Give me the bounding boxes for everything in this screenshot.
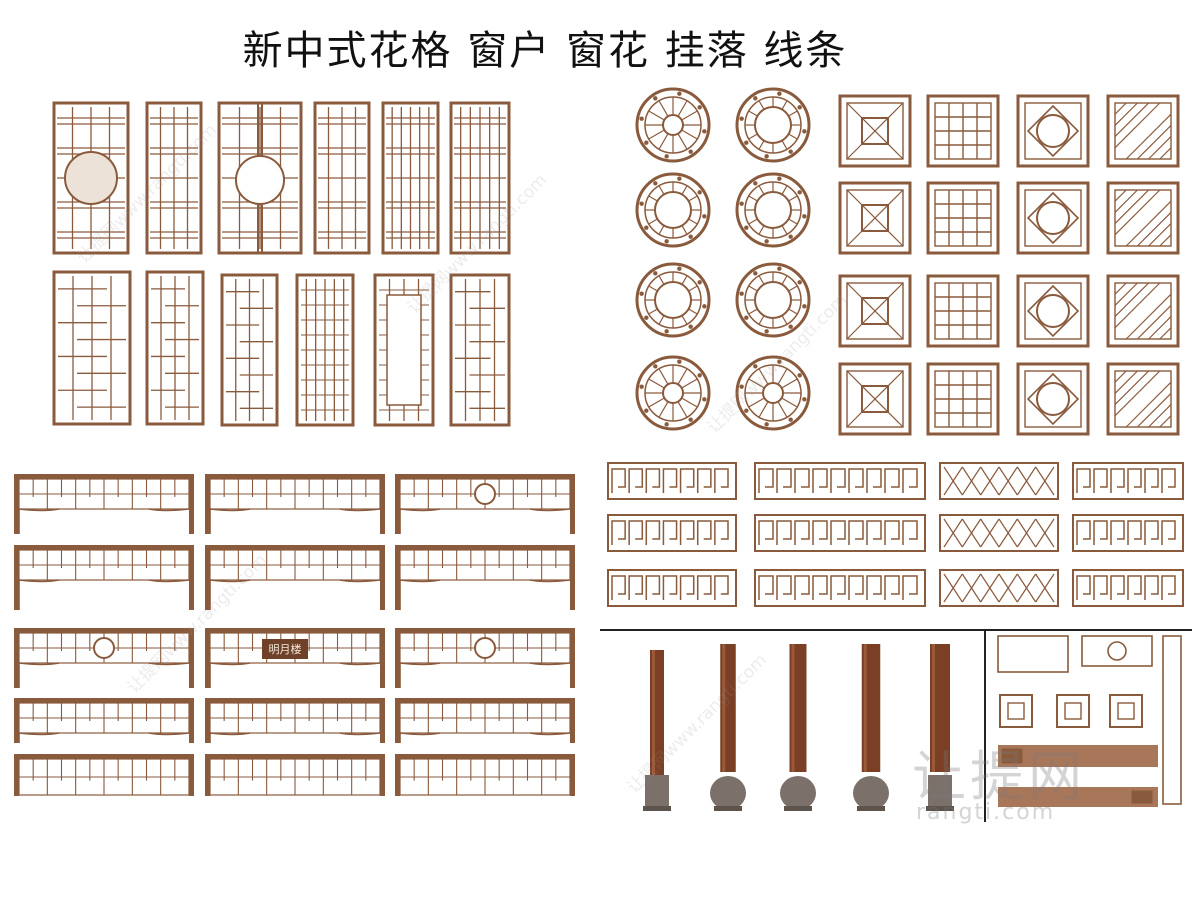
- pillar: [643, 650, 671, 811]
- round-window: [735, 87, 811, 163]
- square-panel: [1106, 362, 1180, 436]
- decorative-strip: [754, 569, 926, 607]
- decorative-strip: [939, 569, 1059, 607]
- round-window: [635, 262, 711, 338]
- window-panel: [52, 270, 132, 426]
- decorative-strip: [607, 462, 737, 500]
- window-panel: [145, 101, 203, 255]
- page-title: 新中式花格 窗户 窗花 挂落 线条: [242, 28, 848, 74]
- round-window: [635, 172, 711, 248]
- pillar: [926, 644, 954, 811]
- window-panel: [220, 273, 279, 427]
- square-panel: [838, 362, 912, 436]
- square-panel: [838, 181, 912, 255]
- round-window: [735, 172, 811, 248]
- guale-plaque: 明月楼: [262, 639, 308, 659]
- guale-frame: [14, 545, 194, 610]
- window-panel: [313, 101, 371, 255]
- window-panel: [449, 273, 511, 427]
- watermark-url: rangti.com: [916, 800, 1056, 825]
- guale-frame: [205, 698, 385, 743]
- guale-frame: [205, 474, 385, 534]
- decorative-strip: [754, 462, 926, 500]
- decorative-strip: [939, 462, 1059, 500]
- decorative-strip: [1072, 462, 1184, 500]
- round-window: [635, 355, 711, 431]
- square-panel: [1016, 181, 1090, 255]
- round-window: [635, 87, 711, 163]
- window-panel: [449, 101, 511, 255]
- square-panel: [1106, 94, 1180, 168]
- guale-frame: [205, 754, 385, 796]
- guale-frame: [395, 628, 575, 688]
- pillar: [853, 644, 889, 811]
- round-window: [735, 355, 811, 431]
- guale-frame: [14, 698, 194, 743]
- decorative-strip: [754, 514, 926, 552]
- pillar: [710, 644, 746, 811]
- decorative-strip: [607, 569, 737, 607]
- square-panel: [1106, 181, 1180, 255]
- square-panel: [838, 274, 912, 348]
- window-panel: [373, 273, 435, 427]
- square-panel: [926, 94, 1000, 168]
- watermark-logo: 让提网: [912, 745, 1086, 808]
- guale-frame: [395, 474, 575, 534]
- guale-frame: [205, 545, 385, 610]
- guale-frame: [14, 628, 194, 688]
- window-panel: [295, 273, 355, 427]
- decorative-strip: [1072, 569, 1184, 607]
- pillar: [780, 644, 816, 811]
- decorative-strip: [607, 514, 737, 552]
- square-panel: [1016, 362, 1090, 436]
- window-panel: [381, 101, 440, 255]
- guale-frame: [395, 545, 575, 610]
- guale-frame: [14, 754, 194, 796]
- square-panel: [926, 362, 1000, 436]
- ornament-panels: [997, 635, 1182, 807]
- window-panel: [217, 101, 303, 255]
- round-window: [735, 262, 811, 338]
- square-panel: [926, 181, 1000, 255]
- square-panel: [1016, 274, 1090, 348]
- decorative-strip: [1072, 514, 1184, 552]
- guale-frame: [14, 474, 194, 534]
- square-panel: [1016, 94, 1090, 168]
- square-panel: [926, 274, 1000, 348]
- square-panel: [1106, 274, 1180, 348]
- plaque-text: 明月楼: [269, 642, 302, 656]
- window-panel: [145, 270, 205, 426]
- guale-frame: [395, 754, 575, 796]
- square-panel: [838, 94, 912, 168]
- decorative-strip: [939, 514, 1059, 552]
- window-panel: [52, 101, 130, 255]
- guale-frame: [395, 698, 575, 743]
